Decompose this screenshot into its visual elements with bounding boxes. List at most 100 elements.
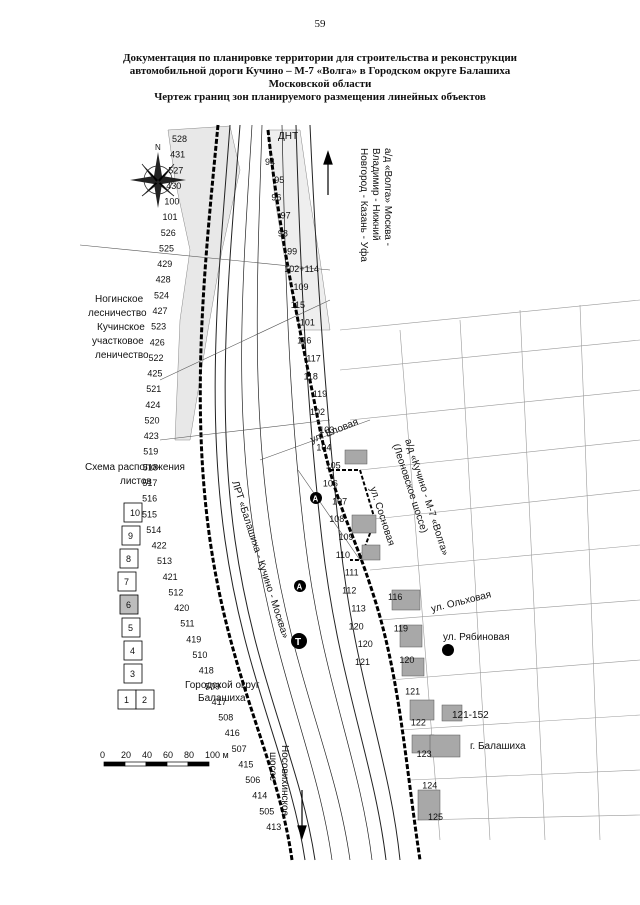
- point-label: 525: [159, 244, 174, 254]
- point-label: 527: [168, 165, 183, 175]
- point-label: 97: [281, 211, 291, 221]
- point-label: 416: [225, 728, 240, 738]
- point-label: 528: [172, 134, 187, 144]
- point-label: 425: [147, 369, 162, 379]
- direction-arrows: [297, 150, 333, 840]
- scale-tick-label: 20: [121, 750, 131, 760]
- marker-t: [291, 633, 307, 649]
- point-label: 509: [205, 681, 220, 691]
- point-label: 117: [306, 353, 320, 363]
- point-label: 118: [304, 371, 318, 381]
- label-m7-line1: а/д «Волга» Москва -: [382, 148, 393, 246]
- point-label: 508: [218, 713, 233, 723]
- point-label: 431: [170, 150, 185, 160]
- sheet-number: 1: [124, 695, 129, 705]
- point-label: 523: [151, 322, 166, 332]
- point-label: 121: [405, 686, 420, 696]
- point-label: 124: [422, 781, 437, 791]
- point-label: 122: [411, 718, 426, 728]
- scale-segment: [166, 761, 189, 767]
- point-label: 418: [199, 666, 214, 676]
- zone-boundaries: [198, 124, 422, 861]
- scale-tick-label: 40: [142, 750, 152, 760]
- label-street-olkhovaya: ул. Ольховая: [430, 589, 492, 615]
- label-m7-line3: Новгород - Казань - Уфа: [358, 148, 370, 262]
- point-label: 526: [161, 228, 176, 238]
- point-label: 113: [351, 603, 365, 613]
- point-label: 518: [143, 462, 158, 472]
- sheet-box: [121, 525, 141, 546]
- point-label: 123: [417, 749, 432, 759]
- sheet-number: 3: [130, 669, 135, 679]
- point-label: 515: [142, 509, 157, 519]
- point-label: 94: [265, 157, 275, 167]
- point-label: 424: [145, 400, 160, 410]
- point-label: 513: [157, 556, 172, 566]
- point-label: 514: [146, 525, 161, 535]
- label-street-elovaya: ул. Еловая: [309, 417, 360, 446]
- road-lines: [214, 124, 401, 861]
- title-line-2: автомобильной дороги Кучино – М-7 «Волга…: [129, 65, 511, 77]
- point-label: 101: [163, 212, 178, 222]
- point-label: 112: [342, 586, 356, 596]
- sheet-number: 2: [142, 695, 147, 705]
- label-street-ryabinovaya: ул. Рябиновая: [443, 631, 510, 643]
- point-label: 511: [180, 619, 194, 629]
- sheet-number: 8: [126, 554, 131, 564]
- point-label: 429: [157, 259, 172, 269]
- sheet-box: [121, 617, 141, 638]
- parcel-grid: [339, 299, 640, 841]
- point-label: 105: [326, 461, 341, 471]
- point-label: 413: [266, 822, 281, 832]
- point-label: 116: [388, 592, 402, 602]
- marker-a-lower-label: А: [297, 583, 303, 592]
- point-label: 517: [142, 478, 157, 488]
- label-scheme-2: листов: [120, 476, 152, 487]
- label-forestry-4: участковое: [92, 336, 144, 347]
- point-label: 98: [278, 228, 288, 238]
- point-labels-left: 528 431 527 430 100 101 526 525 429 428 524 427 523 4…: [142, 134, 281, 832]
- sheet-box: [123, 640, 143, 661]
- point-label: 100: [164, 197, 179, 207]
- sheet-number: 5: [128, 623, 133, 633]
- point-label: 101: [300, 318, 315, 328]
- point-label: 512: [168, 588, 183, 598]
- document-title: Документация по планировке территории дл…: [0, 52, 640, 104]
- page-number: 59: [314, 18, 326, 30]
- scale-segment: [103, 761, 126, 767]
- point-label: 519: [143, 447, 158, 457]
- point-label: 510: [192, 650, 207, 660]
- sheet-box: [119, 548, 139, 569]
- point-label: 524: [154, 290, 169, 300]
- point-label: 116: [297, 336, 311, 346]
- point-label: 427: [153, 306, 168, 316]
- scale-tick-label: 80: [184, 750, 194, 760]
- sheet-number: 10: [130, 508, 140, 518]
- point-label: 106: [323, 478, 338, 488]
- sheet-box: [119, 594, 139, 615]
- label-district-2: Балашиха: [198, 693, 246, 704]
- point-label: 95: [274, 175, 284, 185]
- scale-tick-label: 0: [100, 750, 105, 760]
- scale-segment: [124, 761, 147, 767]
- label-scheme-1: Схема расположения: [85, 462, 185, 473]
- point-label: 430: [166, 181, 181, 191]
- point-label: 521: [146, 384, 161, 394]
- marker-circle-right: [442, 644, 454, 656]
- point-label: 516: [142, 494, 157, 504]
- label-district-1: Городской округ: [185, 680, 260, 691]
- buildings: [344, 449, 463, 821]
- label-dnt: ДНТ: [278, 131, 298, 142]
- label-forestry-2: лесничество: [88, 308, 147, 319]
- point-label: 104: [316, 443, 331, 453]
- point-label: 428: [156, 275, 171, 285]
- point-label: 109: [339, 532, 354, 542]
- scale-segment: [187, 761, 210, 767]
- point-label: 119: [394, 623, 408, 633]
- label-range: 121-152: [452, 710, 489, 721]
- point-label: 120: [349, 621, 364, 631]
- point-label: 520: [145, 416, 160, 426]
- sheet-number: 6: [126, 600, 131, 610]
- sheet-box: [123, 502, 143, 523]
